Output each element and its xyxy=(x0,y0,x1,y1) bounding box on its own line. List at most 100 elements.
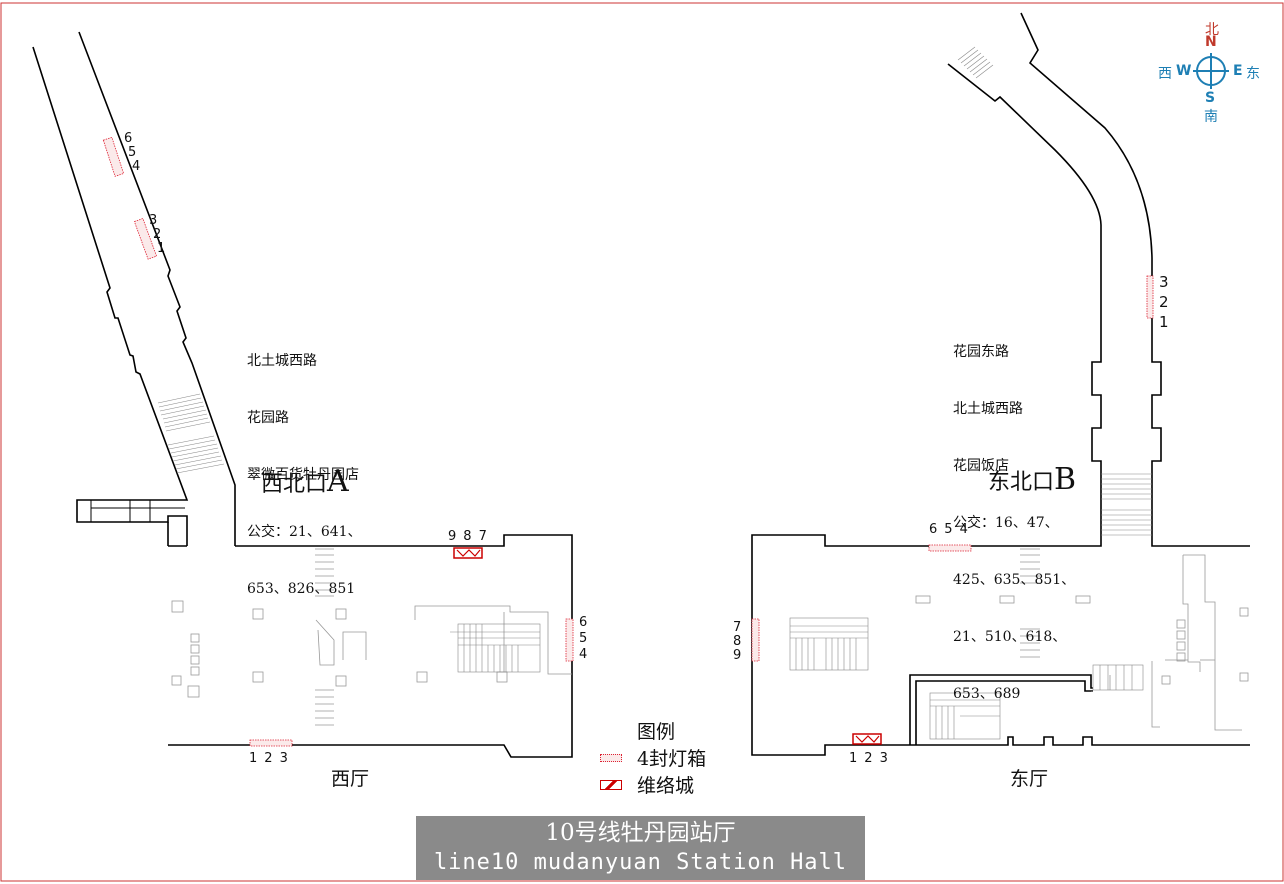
lightbox-number: 3 xyxy=(149,213,158,228)
map-title-block: 10号线牡丹园站厅 line10 mudanyuan Station Hall xyxy=(416,816,865,880)
lightbox-number: 1 xyxy=(157,241,166,256)
west-info-line: 翠微百货牡丹园店 xyxy=(247,467,359,483)
east-info-line: 425、635、851、 xyxy=(953,572,1076,588)
west-info-line: 北土城西路 xyxy=(247,353,317,369)
weiluocheng-number: 2 xyxy=(864,751,880,766)
east-info-line: 北土城西路 xyxy=(953,401,1023,417)
compass-west-zh: 西 xyxy=(1158,66,1172,82)
lightbox-number: 7 xyxy=(733,620,742,635)
west-hall-walls xyxy=(167,522,573,758)
east-bottom-weiluocheng xyxy=(852,733,882,745)
east-corridor-numbers: 3 2 1 xyxy=(1159,272,1169,332)
east-exit-letter: B xyxy=(1054,462,1077,497)
east-info-line: 21、510、618、 xyxy=(953,629,1067,645)
compass-east-zh: 东 xyxy=(1246,66,1260,82)
weiluocheng-number: 9 xyxy=(448,529,464,544)
west-info-line: 653、826、851 xyxy=(247,581,356,597)
east-hall-interior xyxy=(915,554,1249,731)
east-corridor-walls xyxy=(751,12,1250,756)
legend-title: 图例 xyxy=(637,721,676,743)
weiluocheng-number: 7 xyxy=(478,529,494,544)
west-bottom-numbers: 123 xyxy=(249,752,295,766)
west-right-numbers: 6 5 4 xyxy=(579,615,587,663)
compass-icon xyxy=(1193,53,1229,89)
compass-north: N xyxy=(1205,34,1217,50)
east-left-lightboxes xyxy=(751,618,760,662)
lightbox-number: 5 xyxy=(579,631,588,646)
lightbox-number: 6 xyxy=(124,131,133,146)
lightbox-number: 8 xyxy=(733,634,742,649)
lightbox-number: 2 xyxy=(264,751,280,766)
compass-north-zh: 北 xyxy=(1205,22,1219,38)
lightbox-number: 4 xyxy=(132,159,141,174)
west-corridor-numbers-lower: 3 2 1 xyxy=(149,214,165,256)
compass-east: E xyxy=(1233,63,1243,79)
weiluocheng-number: 8 xyxy=(463,529,479,544)
lightbox-number: 4 xyxy=(959,522,975,537)
east-info-line: 公交：16、47、 xyxy=(953,515,1059,531)
west-info-line: 花园路 xyxy=(247,410,289,426)
weiluocheng-number: 3 xyxy=(879,751,895,766)
legend-weiluocheng-label: 维络城 xyxy=(637,775,695,797)
east-top-numbers: 654 xyxy=(929,523,975,537)
lightbox-number: 3 xyxy=(1159,273,1169,291)
compass-west: W xyxy=(1176,63,1192,79)
east-hall-escalators xyxy=(789,617,1144,740)
west-corridor-stairs xyxy=(157,393,225,474)
east-hall-walls xyxy=(909,674,1250,746)
west-hall-label: 西厅 xyxy=(331,768,370,790)
west-hall-interior xyxy=(171,600,572,698)
lightbox-number: 1 xyxy=(249,751,265,766)
west-corridor-lightboxes-lower xyxy=(133,217,158,260)
map-title-en: line10 mudanyuan Station Hall xyxy=(433,850,848,875)
lightbox-number: 5 xyxy=(944,522,960,537)
lightbox-number: 2 xyxy=(153,227,162,242)
west-top-numbers: 987 xyxy=(448,530,494,544)
compass-south: S xyxy=(1205,90,1216,106)
west-right-lightboxes xyxy=(565,618,574,662)
east-left-numbers: 7 8 9 xyxy=(733,621,741,663)
east-corridor-stairs xyxy=(957,46,1152,536)
east-exit-name: 东北口 xyxy=(988,470,1055,495)
east-info-line: 花园东路 xyxy=(953,344,1009,360)
west-exit-name: 西北口 xyxy=(261,472,328,497)
legend-lightbox-label: 4封灯箱 xyxy=(637,748,707,770)
west-corridor-walls xyxy=(32,31,236,546)
lightbox-number: 3 xyxy=(279,751,295,766)
west-exit-label: 西北口A xyxy=(261,464,349,499)
map-title-zh: 10号线牡丹园站厅 xyxy=(545,820,736,846)
west-top-weiluocheng xyxy=(453,547,483,559)
legend-weiluocheng: 维络城 xyxy=(600,771,694,798)
weiluocheng-number: 1 xyxy=(849,751,865,766)
east-exit-info: 花园东路 北土城西路 花园饭店 公交：16、47、 425、635、851、 2… xyxy=(953,305,1075,723)
east-hall-crosswalk xyxy=(1020,548,1040,658)
lightbox-number: 4 xyxy=(579,647,588,662)
weiluocheng-swatch-icon xyxy=(600,779,622,790)
east-hall-label: 东厅 xyxy=(1010,768,1049,790)
west-info-line: 公交：21、641、 xyxy=(247,524,362,540)
lightbox-swatch-icon xyxy=(600,753,622,762)
east-bottom-numbers: 123 xyxy=(849,752,895,766)
east-exit-label: 东北口B xyxy=(988,462,1076,497)
lightbox-number: 1 xyxy=(1159,313,1169,331)
west-corridor-wings xyxy=(90,500,185,522)
legend-lightbox: 4封灯箱 xyxy=(600,744,706,771)
west-exit-letter: A xyxy=(327,464,349,499)
west-corridor-numbers-upper: 6 5 4 xyxy=(124,132,140,174)
lightbox-number: 5 xyxy=(128,145,137,160)
lightbox-number: 2 xyxy=(1159,293,1169,311)
west-corridor-lightboxes-upper xyxy=(102,136,125,177)
west-exit-info: 北土城西路 花园路 翠微百货牡丹园店 公交：21、641、 653、826、85… xyxy=(247,314,362,618)
east-info-line: 花园饭店 xyxy=(953,458,1009,474)
east-info-line: 653、689 xyxy=(953,686,1021,702)
compass-south-zh: 南 xyxy=(1204,109,1218,125)
west-hall-escalators xyxy=(450,623,541,673)
west-hall-crosswalk xyxy=(315,548,334,726)
east-corridor-lightboxes xyxy=(1146,275,1154,319)
lightbox-number: 6 xyxy=(579,615,588,630)
west-bottom-lightboxes xyxy=(249,739,293,747)
lightbox-number: 6 xyxy=(929,522,945,537)
lightbox-number: 9 xyxy=(733,648,742,663)
